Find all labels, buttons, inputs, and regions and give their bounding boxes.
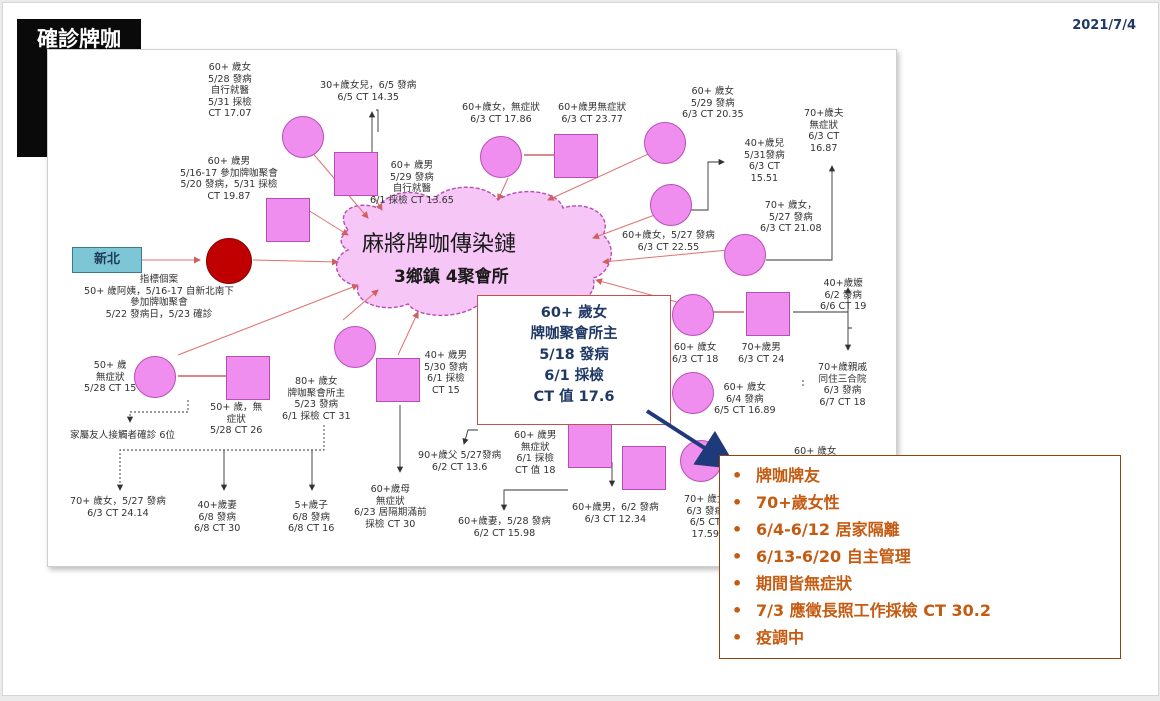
callout-line: 60+ 歲女 [540, 305, 608, 321]
node-label: 60+ 歲男 5/16-17 參加牌咖聚會 5/20 發病，5/31 採檢 CT… [180, 156, 278, 202]
node-label: 40+歲嬤 6/2 發病 6/6 CT 19 [820, 278, 867, 312]
case-node-square [746, 292, 790, 336]
callout-line: 5/18 發病 [539, 347, 609, 363]
counter-title: 確診牌咖 [37, 27, 121, 51]
node-label: 70+ 歲女， 5/27 發病 6/3 CT 21.08 [760, 200, 822, 234]
origin-xinbei-box: 新北 [72, 247, 142, 273]
case-node-circle [680, 440, 722, 482]
node-label: 70+歲親戚 同住三合院 6/3 發病 6/7 CT 18 [818, 362, 868, 408]
case-node-square [334, 152, 378, 196]
node-label: 40+歲妻 6/8 發病 6/8 CT 30 [194, 500, 241, 534]
node-label: 60+歲男，6/2 發病 6/3 CT 12.34 [572, 502, 659, 525]
node-label: 70+ 歲女，5/27 發病 6/3 CT 24.14 [70, 496, 166, 519]
cloud-subtitle: 3鄉鎮 4聚會所 [394, 267, 509, 287]
note-item: •牌咖牌友 [732, 466, 821, 485]
case-notes-box: •牌咖牌友 •70+歲女性 •6/4-6/12 居家隔離 •6/13-6/20 … [719, 455, 1121, 659]
case-node-circle [672, 372, 714, 414]
case-node-circle [672, 294, 714, 336]
node-label: 5+歲子 6/8 發病 6/8 CT 16 [288, 500, 335, 534]
case-node-circle [334, 326, 376, 368]
node-label: 60+歲男無症狀 6/3 CT 23.77 [558, 102, 627, 125]
note-item: •70+歲女性 [732, 493, 840, 512]
case-node-circle [480, 136, 522, 178]
node-label: 60+歲妻，5/28 發病 6/2 CT 15.98 [458, 516, 551, 539]
case-node-circle [644, 122, 686, 164]
node-label: 50+ 歲，無 症狀 5/28 CT 26 [210, 402, 263, 436]
note-item: •疫調中 [732, 628, 805, 647]
case-node-square [568, 424, 612, 468]
case-node-circle [650, 184, 692, 226]
node-label: 60+ 歲男 5/29 發病 自行就醫 6/1 採檢 CT 13.65 [370, 160, 454, 206]
note-item: •7/3 應徵長照工作採檢 CT 30.2 [732, 601, 991, 620]
callout-line: 牌咖聚會所主 [530, 326, 618, 342]
node-label: 70+ 歲女 6/3 發病 6/5 CT 17.59 [684, 494, 727, 540]
node-label: 90+歲父 5/27發病 6/2 CT 13.6 [418, 450, 502, 473]
case-node-circle [282, 116, 324, 158]
callout-line: 6/1 採檢 [544, 368, 604, 384]
node-label: 70+歲男 6/3 CT 24 [738, 342, 785, 365]
node-label: 60+歲女，無症狀 6/3 CT 17.86 [462, 102, 540, 125]
node-label: 40+ 歲男 5/30 發病 6/1 採檢 CT 15 [424, 350, 468, 396]
cloud-title: 麻將牌咖傳染鏈 [362, 232, 517, 257]
case-node-square [554, 134, 598, 178]
node-label: 40+歲兒 5/31發病 6/3 CT 15.51 [744, 138, 785, 184]
node-label: 30+歲女兒，6/5 發病 6/5 CT 14.35 [320, 80, 417, 103]
case-node-square [226, 356, 270, 400]
node-label: 60+ 歲女 6/4 發病 6/5 CT 16.89 [714, 382, 776, 416]
case-node-circle [134, 356, 176, 398]
note-item: •6/4-6/12 居家隔離 [732, 520, 900, 539]
node-label: 指標個案 50+ 歲阿姨，5/16-17 自新北南下 參加牌咖聚會 5/22 發… [84, 274, 234, 320]
node-label: 60+ 歲女 5/28 發病 自行就醫 5/31 採檢 CT 17.07 [208, 62, 252, 119]
slide-date: 2021/7/4 [1072, 18, 1136, 33]
case-node-circle [724, 234, 766, 276]
case-node-square [622, 446, 666, 490]
diagram-connectors [98, 109, 852, 511]
note-item: •6/13-6/20 自主管理 [732, 547, 911, 566]
node-label: 80+ 歲女 牌咖聚會所主 5/23 發病 6/1 採檢 CT 31 [282, 376, 351, 422]
node-label: 60+ 歲男 無症狀 6/1 採檢 CT 值 18 [514, 430, 557, 476]
node-label: 家屬友人接觸者確診 6位 [70, 430, 176, 441]
callout-line: CT 值 17.6 [533, 389, 615, 405]
case-node-square [376, 358, 420, 402]
index-case-node [206, 238, 252, 284]
node-label: 60+ 歲女 5/29 發病 6/3 CT 20.35 [682, 86, 744, 120]
node-label: 50+ 歲 無症狀 5/28 CT 15 [84, 360, 137, 394]
note-item: •期間皆無症狀 [732, 574, 853, 593]
host-info-callout: 60+ 歲女 牌咖聚會所主 5/18 發病 6/1 採檢 CT 值 17.6 [477, 295, 671, 425]
case-node-square [266, 198, 310, 242]
node-label: 60+歲母 無症狀 6/23 居隔期滿前 採檢 CT 30 [354, 484, 427, 530]
node-label: 70+歲夫 無症狀 6/3 CT 16.87 [804, 108, 844, 154]
node-label: 60+ 歲女 6/3 CT 18 [672, 342, 719, 365]
node-label: 60+歲女，5/27 發病 6/3 CT 22.55 [622, 230, 715, 253]
node-label: 60+ 歲女 [794, 446, 837, 457]
